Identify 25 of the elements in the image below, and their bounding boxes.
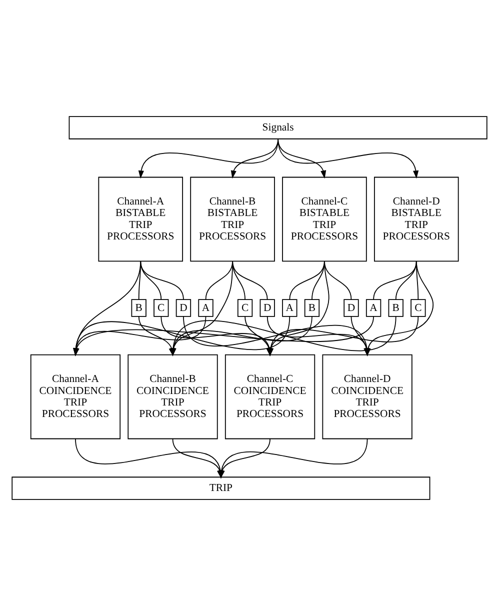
node-box: A — [198, 298, 214, 316]
node-box: Channel-B BISTABLE TRIP PROCESSORS — [190, 176, 275, 262]
node-box: Channel-A BISTABLE TRIP PROCESSORS — [98, 176, 183, 262]
node-box: C — [410, 298, 426, 316]
node-box: Channel-B COINCIDENCE TRIP PROCESSORS — [128, 354, 218, 439]
arrow — [170, 260, 233, 356]
node-box: D — [344, 298, 359, 316]
node-box: Channel-A COINCIDENCE TRIP PROCESSORS — [30, 354, 121, 439]
node-box: Channel-D BISTABLE TRIP PROCESSORS — [374, 176, 459, 262]
node-box: A — [282, 298, 298, 316]
node-box: Channel-C COINCIDENCE TRIP PROCESSORS — [224, 354, 316, 439]
node-box: B — [304, 298, 320, 316]
node-box: B — [388, 298, 404, 316]
node-box: Channel-C BISTABLE TRIP PROCESSORS — [282, 176, 367, 262]
arrow — [278, 138, 419, 178]
node-box: B — [131, 298, 146, 316]
node-box: Channel-D COINCIDENCE TRIP PROCESSORS — [322, 354, 412, 439]
node-box: A — [366, 298, 382, 316]
node-box: TRIP — [12, 476, 430, 500]
arrow — [73, 260, 142, 356]
node-box: C — [237, 298, 253, 316]
node-box: C — [154, 298, 169, 316]
node-box: D — [176, 298, 192, 316]
node-box: D — [260, 298, 275, 316]
node-box: Signals — [68, 116, 488, 139]
